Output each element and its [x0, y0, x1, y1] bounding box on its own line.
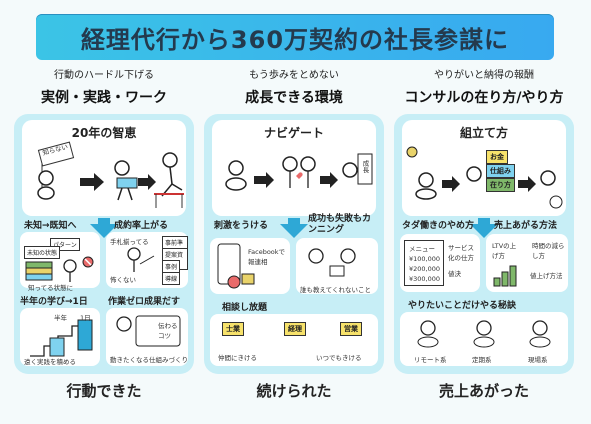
half-year-note: 半年 [54, 314, 67, 322]
unknown-known-box: パターン 未知の状態 知ってる状態に [20, 232, 100, 292]
ltv-note: LTVの上げ方 [492, 242, 517, 260]
column-1-panel: 20年の智恵 [14, 114, 194, 374]
page-title: 経理代行から360万契約の社長参謀に [80, 25, 510, 54]
section-free-work: タダ働きのやめ方 [402, 221, 475, 231]
column-2-panel: ナビゲート 成長 刺激をうける 成功も失敗もカンニング [204, 114, 384, 374]
down-arrow-stem [288, 218, 300, 226]
tips-note: コツ [158, 332, 171, 340]
panel-2-title: ナビゲート [263, 126, 324, 140]
column-3-subtitle: やりがいと納得の報酬 [434, 70, 534, 81]
free-work-box: メニュー ¥100,000 ¥200,000 ¥300,000 サービス化の仕方… [400, 234, 480, 292]
person-with-cards-icon [127, 247, 155, 272]
section-consult: 相談し放題 [222, 303, 268, 313]
sales-up-box: LTVの上げ方 時間の減らし方 値上げ方法 [486, 234, 568, 292]
item-flow: 導線 [162, 272, 181, 285]
panel-3-top-box: 組立て方 お金 仕組み 在り方 [402, 120, 566, 216]
panel-3-title: 組立て方 [459, 126, 508, 140]
block-money: お金 [486, 150, 508, 164]
column-2-result: 続けられた [256, 382, 332, 400]
crib-box: 誰も教えてくれないこと [296, 238, 378, 294]
section-unknown-to-known: 未知→既知へ [24, 221, 77, 231]
panel-1-top-box: 20年の智恵 [22, 120, 186, 216]
mechanism-note: 動きたくなる仕組みづくり [110, 356, 188, 364]
only-want-box: リモート系 定期系 現場系 [400, 312, 568, 366]
column-2-heading: 成長できる環境 [245, 90, 343, 106]
column-3-heading: コンサルの在り方/やり方 [404, 90, 564, 106]
ask-peers-note: 仲間にきける [218, 354, 257, 362]
known-state-note: 知ってる状態に [28, 284, 74, 292]
section-closing-rate: 成約率上がる [114, 221, 169, 231]
column-2-header: もう歩みをとめない 成長できる環境 [204, 66, 384, 107]
menu-card: メニュー ¥100,000 ¥200,000 ¥300,000 [404, 240, 444, 286]
block-system: 仕組み [486, 164, 515, 178]
convey-note: 伝わる [158, 322, 178, 330]
column-3-result: 売上あがった [438, 382, 529, 400]
down-arrow-stem [98, 218, 110, 226]
price-3: ¥300,000 [409, 275, 441, 283]
facebook-note: Facebookで報連相 [248, 248, 286, 266]
nobody-teaches-note: 誰も教えてくれないこと [300, 286, 371, 294]
pricing-note: 値決 [448, 270, 461, 278]
price-1: ¥100,000 [409, 255, 441, 263]
column-1-heading: 実例・実践・ワーク [41, 90, 167, 106]
zero-work-box: 伝わる コツ 動きたくなる仕組みづくり [106, 308, 188, 366]
column-1-subtitle: 行動のハードル下げる [54, 70, 154, 81]
down-arrow-stem [478, 218, 490, 226]
assemble-illustration [406, 146, 563, 209]
practice-note: 遠く実践を積める [24, 358, 76, 366]
column-1-header: 行動のハードル下げる 実例・実践・ワーク [14, 66, 194, 107]
stairs-icon [30, 319, 93, 357]
column-3-panel: 組立て方 お金 仕組み 在り方 タダ働きのやめ方 売上あがる方法 メニュー ¥1… [394, 114, 574, 374]
time-note: 時間の減らし方 [532, 242, 565, 260]
phone-icon [217, 243, 255, 289]
wisdom-illustration [37, 141, 184, 208]
stimulus-box: Facebookで報連相 [210, 238, 290, 294]
section-zero-work: 作業ゼロ成果だす [108, 297, 181, 307]
price-up-note: 値上げ方法 [530, 272, 563, 280]
column-1-result: 行動できた [66, 382, 142, 400]
section-half-year: 半年の学び→1日 [20, 297, 88, 307]
three-people-icon [417, 320, 551, 348]
menu-label: メニュー [409, 245, 435, 253]
hand-ready-note: 手札揃ってる [110, 238, 149, 246]
mentor-illustration [116, 315, 181, 347]
remote-label: リモート系 [414, 356, 447, 364]
unknown-state-note: 未知の状態 [24, 246, 61, 259]
one-day-note: 1日 [80, 314, 91, 322]
section-only-want: やりたいことだけやる秘訣 [408, 301, 517, 311]
section-stimulus: 刺激をうける [214, 221, 269, 231]
tag-shigyo: 士業 [222, 322, 244, 336]
stacked-books-icon [25, 256, 94, 282]
section-crib: 成功も失敗もカンニング [308, 214, 372, 235]
tag-eigyo: 営業 [340, 322, 362, 336]
navigate-illustration [225, 153, 373, 191]
two-people-icon [308, 248, 356, 277]
title-banner: 経理代行から360万契約の社長参謀に [36, 14, 554, 60]
column-3-header: やりがいと納得の報酬 コンサルの在り方/やり方 [394, 66, 574, 107]
tag-keiri: 経理 [284, 322, 306, 336]
down-arrow-icon [280, 224, 308, 238]
column-2-subtitle: もう歩みをとめない [249, 70, 339, 81]
section-sales-up: 売上あがる方法 [494, 221, 558, 231]
not-scary-note: 怖くない [110, 276, 136, 284]
consult-box: 士業 経理 営業 仲間にきける いつでもきける [210, 314, 378, 366]
chart-icon [493, 265, 517, 287]
panel-1-title: 20年の智恵 [71, 126, 137, 140]
onsite-label: 現場系 [528, 356, 548, 364]
growth-sign: 成長 [361, 160, 369, 173]
closing-rate-box: 手札揃ってる 怖くない 事前準備 提案資料 事例 導線 [106, 232, 188, 288]
panel-2-top-box: ナビゲート 成長 [212, 120, 376, 216]
ask-anytime-note: いつでもきける [316, 354, 362, 362]
service-note: サービス化の仕方 [448, 244, 474, 262]
block-way: 在り方 [486, 178, 515, 192]
half-year-box: 半年 1日 遠く実践を積める [20, 308, 100, 366]
regular-label: 定期系 [472, 356, 492, 364]
price-2: ¥200,000 [409, 265, 441, 273]
